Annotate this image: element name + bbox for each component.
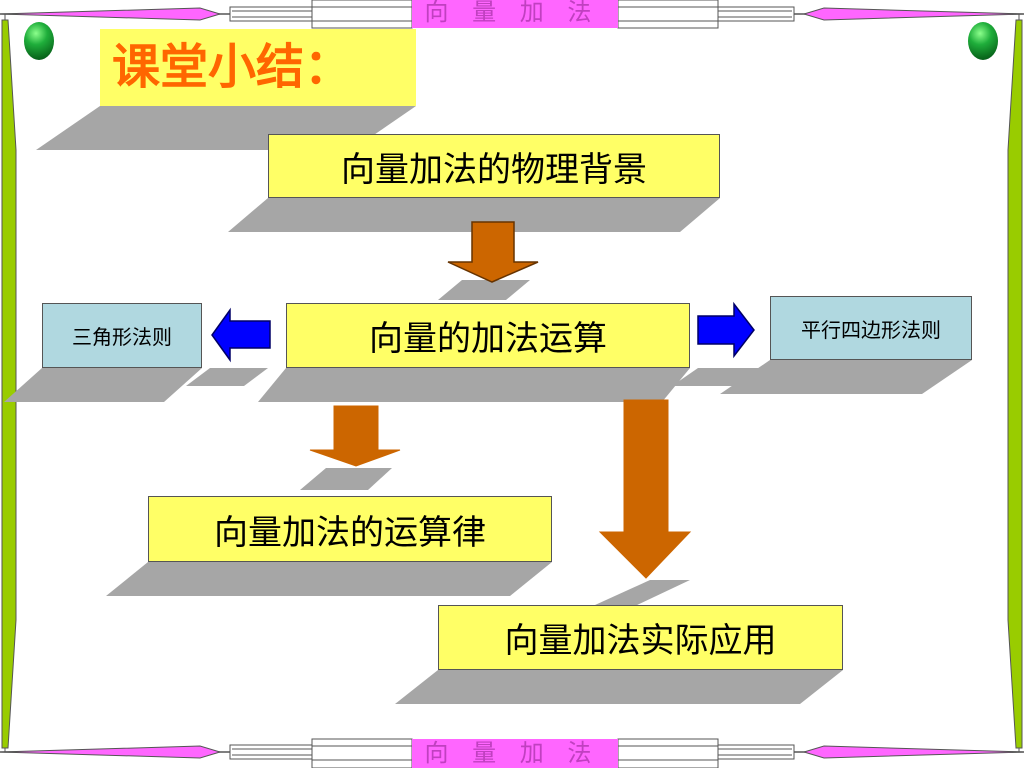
arrow-down-to-operation: [447, 221, 539, 283]
arrow-down-to-application: [598, 399, 692, 579]
arrow-right-to-parallelogram: [697, 301, 755, 359]
slide-title: 课堂小结：: [100, 29, 416, 106]
node-parallelogram-rule: 平行四边形法则: [770, 296, 972, 360]
node-practical-application: 向量加法实际应用: [438, 605, 843, 670]
left-frame: [1, 14, 17, 752]
node-triangle-rule: 三角形法则: [42, 303, 202, 368]
green-gem-icon: [968, 22, 998, 60]
top-banner-title: 向 量 加 法: [424, 0, 600, 26]
green-gem-icon: [24, 22, 54, 60]
arrow-left-to-triangle: [211, 307, 271, 363]
node-operation-laws: 向量加法的运算律: [148, 496, 552, 562]
box-shadows: [4, 106, 972, 704]
node-addition-operation: 向量的加法运算: [286, 303, 690, 368]
bottom-frame: [0, 738, 1024, 768]
top-frame: [0, 0, 1024, 29]
bottom-banner-title: 向 量 加 法: [424, 739, 600, 767]
node-physics-background: 向量加法的物理背景: [268, 134, 720, 198]
arrow-down-to-laws: [309, 405, 401, 467]
right-frame: [1007, 14, 1023, 752]
